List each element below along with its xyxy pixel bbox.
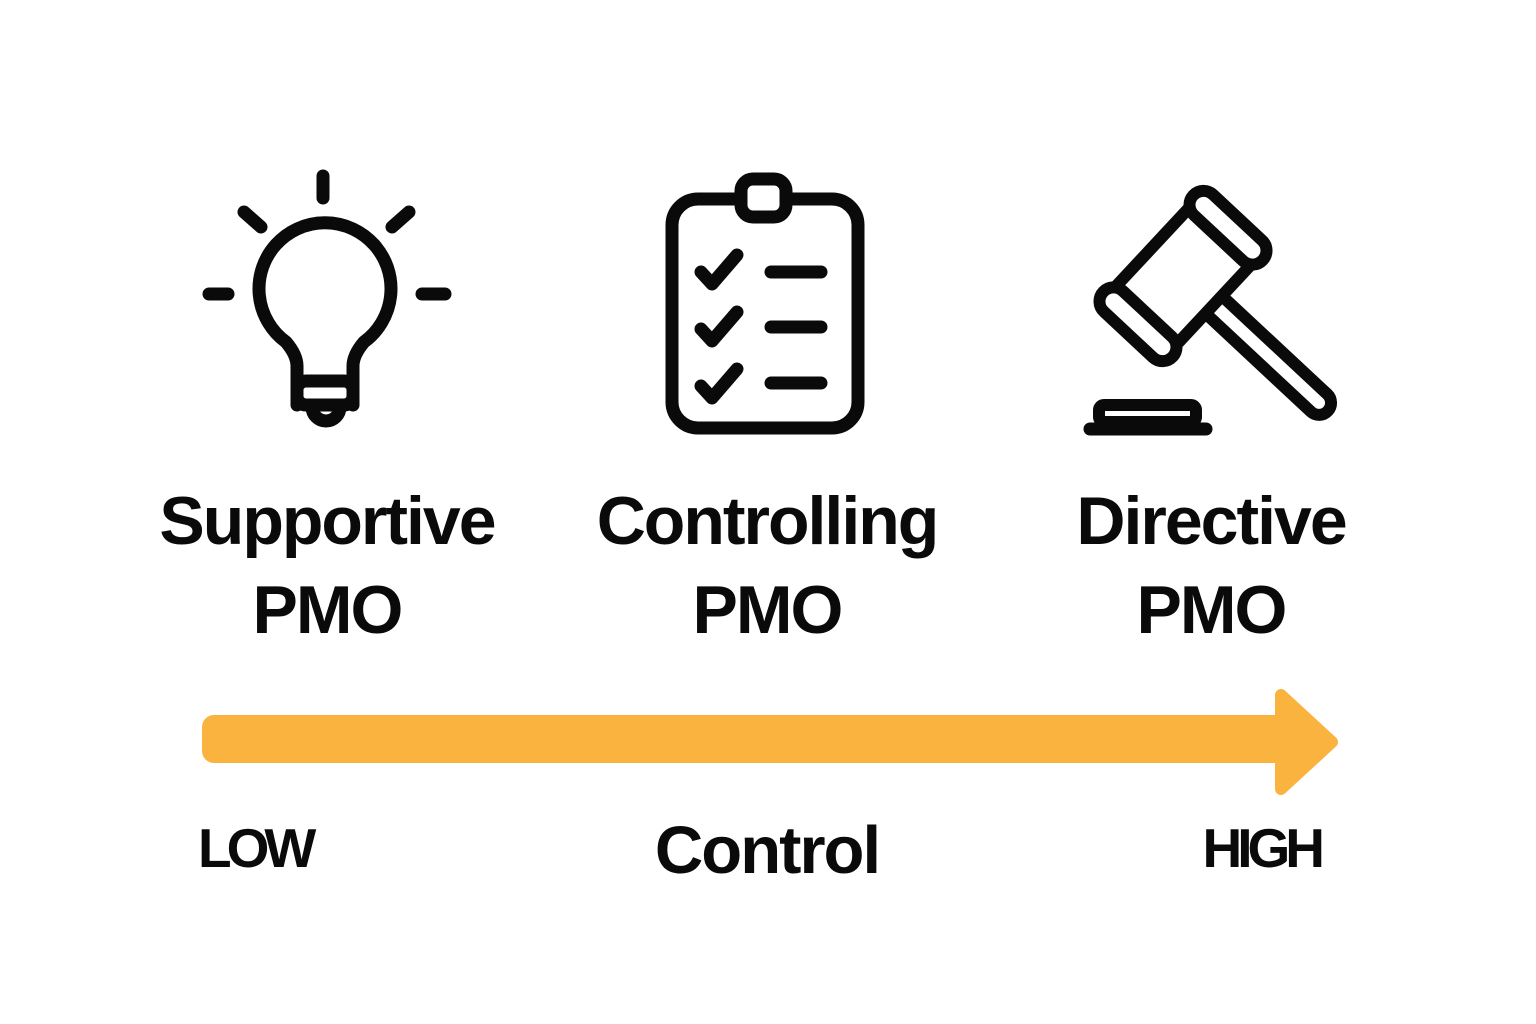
- arrow-shaft: [202, 715, 1287, 763]
- lightbulb-icon: [202, 169, 452, 428]
- gavel-band-left: [1093, 281, 1183, 368]
- control-axis-arrow: [202, 689, 1338, 795]
- checkmark-2: [694, 305, 744, 348]
- lightbulb-base: [290, 374, 360, 412]
- arrow-head: [1275, 689, 1338, 795]
- checkmark-1: [694, 248, 744, 291]
- pmo-type-name: Directive: [1076, 483, 1347, 559]
- axis-title: Control: [654, 813, 881, 888]
- pmo-type-label-controlling: Controlling PMO: [542, 477, 992, 655]
- gavel-band-right: [1183, 184, 1273, 271]
- lightbulb-glass: [252, 216, 398, 412]
- pmo-type-name: Supportive: [159, 483, 496, 559]
- axis-high-label: HIGH: [1202, 817, 1326, 879]
- pmo-type-label-directive: Directive PMO: [986, 477, 1436, 655]
- lightbulb-ray-upper-right: [385, 205, 416, 234]
- lightbulb-ray-upper-left: [237, 205, 268, 234]
- pmo-type-name: Controlling: [596, 483, 940, 559]
- gavel-sound-block: [1093, 399, 1202, 428]
- pmo-type-suffix: PMO: [1136, 572, 1288, 648]
- lightbulb-tip: [305, 400, 347, 428]
- pmo-type-suffix: PMO: [692, 572, 844, 648]
- clipboard-clip: [734, 172, 793, 224]
- checklist-icon: [665, 172, 865, 435]
- checkmark-3: [694, 362, 744, 405]
- pmo-type-label-supportive: Supportive PMO: [102, 477, 552, 655]
- pmo-type-suffix: PMO: [252, 572, 404, 648]
- axis-low-label: LOW: [198, 817, 316, 879]
- gavel-icon: [1083, 184, 1338, 436]
